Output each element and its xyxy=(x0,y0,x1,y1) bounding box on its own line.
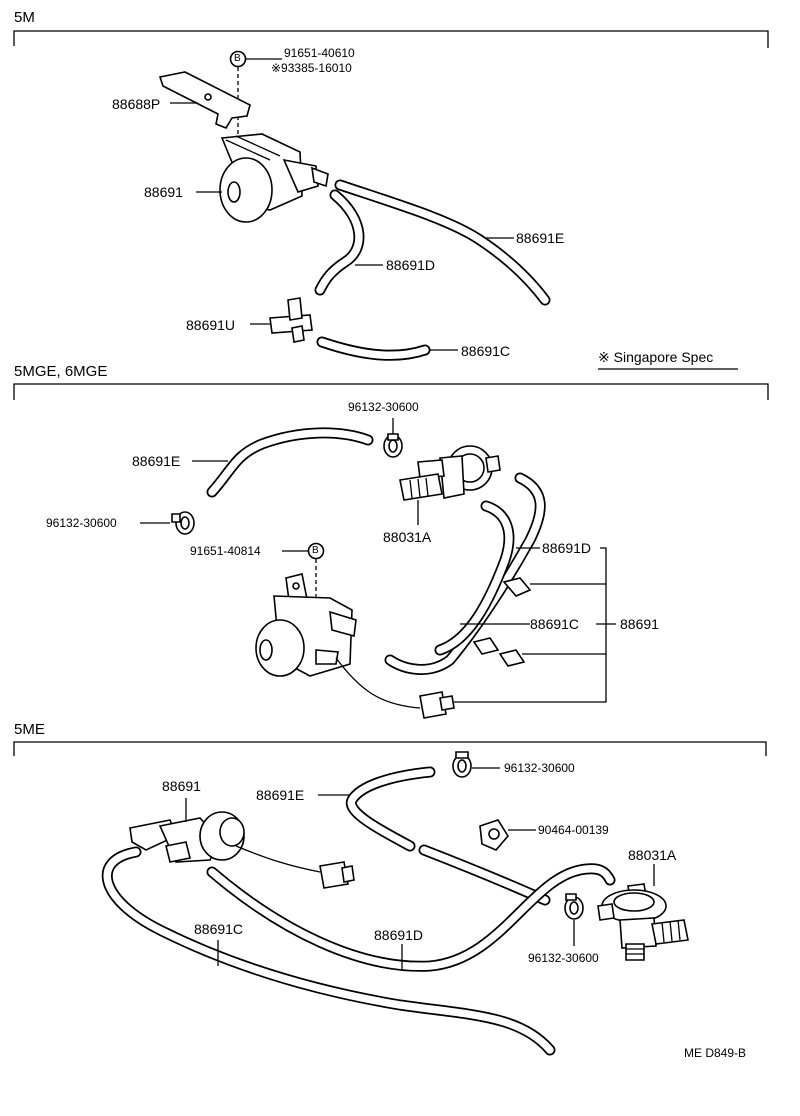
label-91651-40814: 91651-40814 xyxy=(190,544,261,558)
label-96132-30600-left: 96132-30600 xyxy=(46,516,117,530)
valve-88031a-5me xyxy=(597,883,689,961)
label-88691-5m: 88691 xyxy=(144,184,183,200)
label-88691e-5me: 88691E xyxy=(256,787,305,803)
clamp-96132-left xyxy=(171,511,195,535)
connector-5mge xyxy=(419,691,455,719)
label-88691c-5mge: 88691C xyxy=(530,616,580,632)
label-88691-5mge: 88691 xyxy=(620,616,659,632)
clip-middle-5mge xyxy=(472,637,500,655)
label-96132-30600-top: 96132-30600 xyxy=(348,400,419,414)
bolt-marker-b xyxy=(229,50,247,68)
section-5mge-bracket-line xyxy=(13,383,769,400)
label-88691d-5m: 88691D xyxy=(386,257,436,273)
label-88031a-5me: 88031A xyxy=(628,847,677,863)
label-88691c-5m: 88691C xyxy=(461,343,511,359)
label-88691e-5m: 88691E xyxy=(516,230,565,246)
tee-88691u xyxy=(269,297,313,343)
label-88691e-5mge: 88691E xyxy=(132,453,181,469)
label-88688p: 88688P xyxy=(112,96,161,112)
label-96132-30600-5me-top: 96132-30600 xyxy=(504,761,575,775)
label-88691d-5mge: 88691D xyxy=(542,540,592,556)
clip-upper-5mge xyxy=(502,577,532,597)
label-88691d-5me: 88691D xyxy=(374,927,424,943)
label-93385-16010: ※93385-16010 xyxy=(271,61,352,75)
label-88691u: 88691U xyxy=(186,317,236,333)
connector-5me xyxy=(319,861,355,889)
label-88691c-5me: 88691C xyxy=(194,921,244,937)
label-96132-30600-5me-bottom: 96132-30600 xyxy=(528,951,599,965)
label-88031a-5mge: 88031A xyxy=(383,529,432,545)
footer-drawing-code: ME D849-B xyxy=(684,1046,747,1060)
vsv-88691-5mge xyxy=(255,573,357,677)
section-title-5me: 5ME xyxy=(14,721,45,738)
note-singapore-spec: ※ Singapore Spec xyxy=(598,349,714,365)
clip-90464-00139 xyxy=(479,819,509,851)
clip-lower-5mge xyxy=(498,649,526,667)
clamp-96132-top xyxy=(383,433,403,458)
label-91651-40610: 91651-40610 xyxy=(284,46,355,60)
clamp-96132-bottom-5me xyxy=(564,893,584,920)
vsv-88691-5m xyxy=(219,133,329,223)
label-88691-5me: 88691 xyxy=(162,778,201,794)
bolt-marker-b-5mge xyxy=(307,542,325,560)
bracket-88688p xyxy=(158,71,251,129)
section-5me-bracket-line xyxy=(13,741,767,756)
section-5m-bracket-line xyxy=(13,30,769,48)
section-title-5m: 5M xyxy=(14,9,35,26)
valve-88031a-5mge xyxy=(399,445,501,501)
section-title-5mge: 5MGE, 6MGE xyxy=(14,363,108,380)
label-90464-00139: 90464-00139 xyxy=(538,823,609,837)
hose-88691e-5m xyxy=(334,179,551,306)
clamp-96132-top-5me xyxy=(452,751,472,778)
bolt-marker-letter: B xyxy=(234,53,241,64)
vsv-88691-5me xyxy=(129,811,245,863)
bolt-marker-letter-5mge: B xyxy=(312,545,319,556)
